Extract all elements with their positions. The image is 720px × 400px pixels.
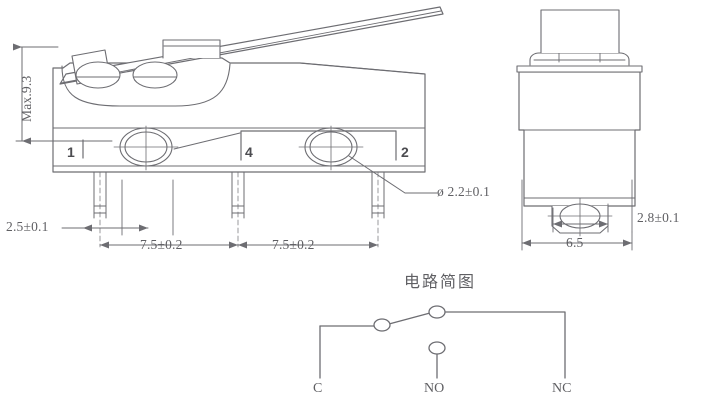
pin-2	[371, 171, 385, 248]
dimension-label-pitch-left: 7.5±0.2	[140, 237, 183, 252]
circuit-node-nc	[428, 305, 446, 319]
circuit-label-nc: NC	[552, 381, 572, 396]
dimension-label-hole-diameter: ø 2.2±0.1	[437, 184, 491, 199]
terminal-label-4: 4	[245, 144, 253, 160]
dimension-label-pitch-right: 7.5±0.2	[272, 237, 315, 252]
terminal-bracket-2	[344, 130, 397, 161]
terminal-hole-left	[113, 125, 179, 171]
mounting-hole-right	[132, 61, 178, 89]
leader-line-hole	[173, 132, 241, 150]
dimension-label-pin-offset: 2.5±0.1	[6, 219, 49, 234]
terminal-label-1: 1	[67, 144, 75, 160]
circuit-title: 电路简图	[404, 272, 477, 291]
end-view-body	[516, 9, 643, 207]
circuit-label-no: NO	[424, 381, 445, 396]
dimension-label-overall-width: 6.5	[566, 235, 584, 250]
dimension-boss-width	[552, 179, 633, 233]
pin-1	[93, 171, 107, 248]
circuit-line-nc	[444, 311, 566, 379]
circuit-label-c: C	[313, 381, 323, 396]
top-recess	[61, 63, 231, 107]
pin-4	[231, 171, 245, 248]
circuit-node-pivot	[373, 318, 391, 332]
circuit-blade	[388, 312, 431, 325]
plunger-button	[162, 39, 221, 59]
mounting-hole-left	[75, 61, 121, 89]
dimension-overall-width	[521, 179, 633, 251]
leader-diameter-callout	[348, 155, 438, 194]
dimension-label-height: Max.9.3	[19, 75, 34, 122]
terminal-label-2: 2	[401, 144, 409, 160]
dimension-height	[13, 43, 113, 145]
circuit-schematic	[319, 305, 566, 379]
terminal-bracket-4	[240, 130, 353, 161]
terminal-hole-right	[298, 125, 364, 171]
dimension-label-boss-width: 2.8±0.1	[637, 210, 680, 225]
dimension-pin-offset	[61, 179, 174, 236]
circuit-node-no	[428, 341, 446, 355]
